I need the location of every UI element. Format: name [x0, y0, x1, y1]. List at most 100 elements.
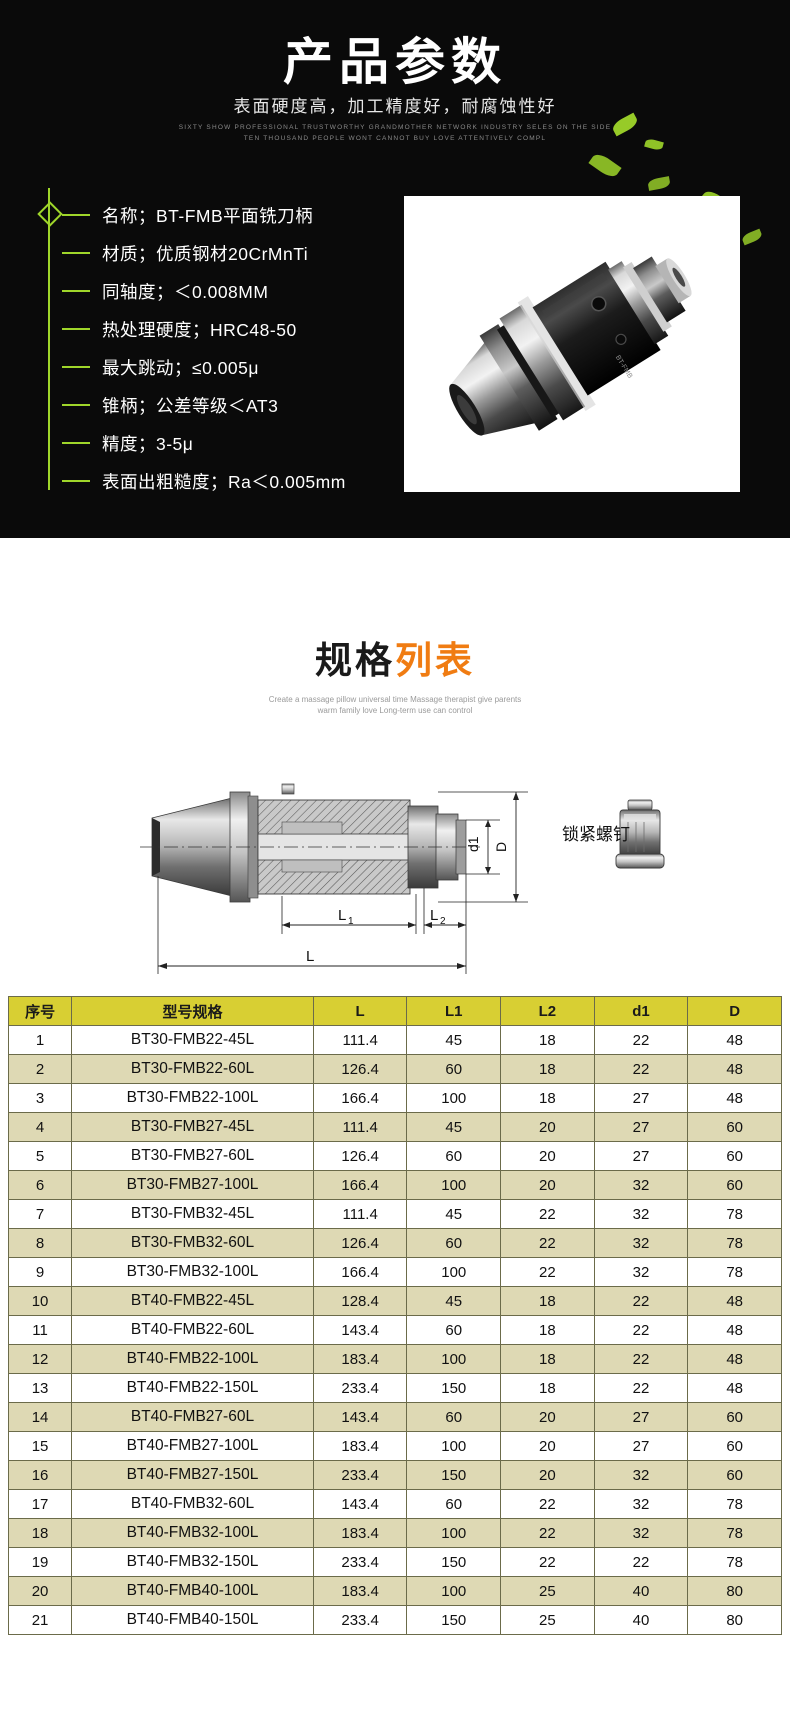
hero-english-line-1: SIXTY SHOW PROFESSIONAL TRUSTWORTHY GRAN… [178, 124, 612, 131]
cell-L2: 20 [500, 1460, 595, 1490]
cell-L2: 22 [500, 1199, 595, 1229]
cell-L1: 60 [406, 1228, 502, 1258]
cell-L2: 18 [500, 1083, 595, 1113]
table-row: 2 BT30-FMB22-60L 126.4 60 18 22 48 [7, 1054, 782, 1084]
table-row: 17 BT40-FMB32-60L 143.4 60 22 32 78 [7, 1489, 782, 1519]
cell-D: 78 [687, 1228, 782, 1258]
spec-item: 精度；3-5μ [62, 424, 442, 462]
cell-L2: 20 [500, 1402, 595, 1432]
table-row: 3 BT30-FMB22-100L 166.4 100 18 27 48 [7, 1083, 782, 1113]
table-row: 7 BT30-FMB32-45L 111.4 45 22 32 78 [7, 1199, 782, 1229]
cell-index: 16 [7, 1460, 73, 1490]
table-row: 20 BT40-FMB40-100L 183.4 100 25 40 80 [7, 1576, 782, 1606]
cell-d1: 27 [593, 1112, 689, 1142]
cell-d1: 40 [593, 1576, 689, 1606]
spec-rail-divider [48, 188, 50, 490]
cell-index: 18 [7, 1518, 73, 1548]
dash-icon [62, 252, 90, 254]
table-row: 12 BT40-FMB22-100L 183.4 100 18 22 48 [7, 1344, 782, 1374]
cell-L: 183.4 [312, 1518, 408, 1548]
hero-section: 产品参数 表面硬度高，加工精度好，耐腐蚀性好 SIXTY SHOW PROFES… [0, 0, 790, 538]
cell-D: 78 [687, 1547, 782, 1577]
cell-L1: 60 [406, 1054, 502, 1084]
cell-L1: 60 [406, 1141, 502, 1171]
leaf-decoration-icon [588, 150, 622, 181]
table-row: 18 BT40-FMB32-100L 183.4 100 22 32 78 [7, 1518, 782, 1548]
cell-model: BT30-FMB22-60L [71, 1054, 314, 1084]
dash-icon [62, 328, 90, 330]
cell-model: BT30-FMB32-45L [71, 1199, 314, 1229]
section-english-line-2: warm family love Long-term use can contr… [317, 706, 473, 715]
cell-index: 17 [7, 1489, 73, 1519]
spec-table-wrapper: 序号 型号规格 L L1 L2 d1 D 1 BT30-FMB22-45L 11… [0, 996, 790, 1645]
technical-drawing: d1 D L 1 [0, 726, 790, 996]
cell-d1: 22 [593, 1025, 689, 1055]
cell-d1: 27 [593, 1083, 689, 1113]
table-row: 8 BT30-FMB32-60L 126.4 60 22 32 78 [7, 1228, 782, 1258]
cell-model: BT40-FMB22-100L [71, 1344, 314, 1374]
cell-L2: 20 [500, 1141, 595, 1171]
cell-L2: 18 [500, 1373, 595, 1403]
cell-L2: 22 [500, 1228, 595, 1258]
cell-D: 60 [687, 1170, 782, 1200]
cell-L1: 45 [406, 1286, 502, 1316]
dash-icon [62, 404, 90, 406]
cell-D: 80 [687, 1576, 782, 1606]
dash-icon [62, 366, 90, 368]
spec-item-label: 材质；优质钢材20CrMnTi [102, 243, 309, 264]
cell-L2: 22 [500, 1489, 595, 1519]
table-row: 21 BT40-FMB40-150L 233.4 150 25 40 80 [7, 1605, 782, 1635]
hero-subtitle: 表面硬度高，加工精度好，耐腐蚀性好 [233, 97, 557, 116]
cell-d1: 32 [593, 1257, 689, 1287]
product-detail-page: 产品参数 表面硬度高，加工精度好，耐腐蚀性好 SIXTY SHOW PROFES… [0, 0, 790, 1645]
cell-L2: 18 [500, 1315, 595, 1345]
table-row: 15 BT40-FMB27-100L 183.4 100 20 27 60 [7, 1431, 782, 1461]
cell-index: 20 [7, 1576, 73, 1606]
cell-L: 143.4 [312, 1315, 408, 1345]
svg-text:L: L [338, 907, 346, 924]
column-header-D: D [687, 996, 782, 1026]
cell-index: 9 [7, 1257, 73, 1287]
cell-L1: 45 [406, 1199, 502, 1229]
cell-index: 6 [7, 1170, 73, 1200]
cell-D: 48 [687, 1315, 782, 1345]
cell-model: BT30-FMB27-60L [71, 1141, 314, 1171]
cell-d1: 32 [593, 1489, 689, 1519]
cell-d1: 32 [593, 1518, 689, 1548]
cell-L: 166.4 [312, 1170, 408, 1200]
cell-L1: 100 [406, 1576, 502, 1606]
dash-icon [62, 442, 90, 444]
cell-D: 48 [687, 1083, 782, 1113]
cell-model: BT30-FMB32-60L [71, 1228, 314, 1258]
cell-model: BT40-FMB22-150L [71, 1373, 314, 1403]
cell-model: BT40-FMB32-100L [71, 1518, 314, 1548]
svg-text:1: 1 [348, 916, 354, 927]
column-header-L: L [312, 996, 408, 1026]
dash-icon [62, 480, 90, 482]
cell-model: BT30-FMB22-100L [71, 1083, 314, 1113]
spec-table: 序号 型号规格 L L1 L2 d1 D 1 BT30-FMB22-45L 11… [7, 996, 782, 1635]
svg-text:D: D [493, 842, 509, 852]
cell-index: 2 [7, 1054, 73, 1084]
cell-model: BT40-FMB27-60L [71, 1402, 314, 1432]
spec-item-label: 最大跳动；≤0.005μ [102, 357, 259, 378]
cell-L: 126.4 [312, 1141, 408, 1171]
cell-L2: 22 [500, 1547, 595, 1577]
section-english-subtitle: Create a massage pillow universal time M… [0, 694, 790, 716]
dash-icon [62, 214, 90, 216]
table-row: 1 BT30-FMB22-45L 111.4 45 18 22 48 [7, 1025, 782, 1055]
svg-text:2: 2 [440, 916, 446, 927]
spec-item: 热处理硬度；HRC48-50 [62, 310, 442, 348]
spec-item: 名称；BT-FMB平面铣刀柄 [62, 196, 442, 234]
cell-L: 233.4 [312, 1605, 408, 1635]
cell-L2: 20 [500, 1431, 595, 1461]
cell-index: 13 [7, 1373, 73, 1403]
cell-L: 183.4 [312, 1431, 408, 1461]
cell-index: 8 [7, 1228, 73, 1258]
cell-d1: 22 [593, 1344, 689, 1374]
cell-L2: 18 [500, 1054, 595, 1084]
cell-d1: 27 [593, 1141, 689, 1171]
cell-L: 166.4 [312, 1257, 408, 1287]
cell-D: 48 [687, 1373, 782, 1403]
cell-index: 12 [7, 1344, 73, 1374]
